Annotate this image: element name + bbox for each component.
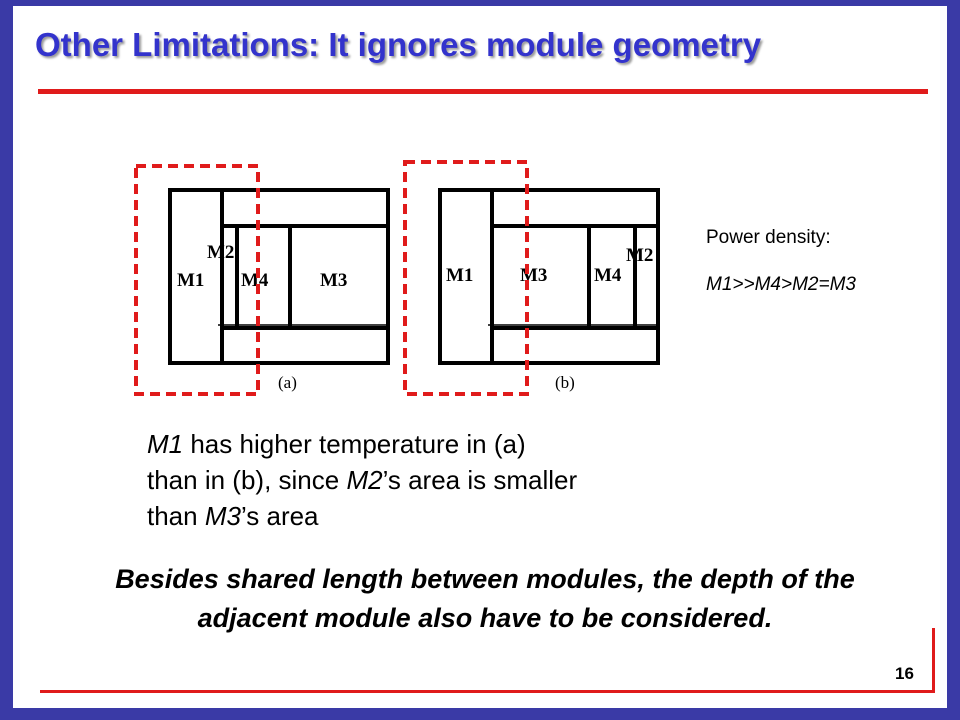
module-ref: M1 — [147, 429, 184, 459]
explanation-fragment: than in (b), since — [147, 465, 347, 495]
module-ref: M3 — [204, 501, 241, 531]
floorplan-a-selection-box — [134, 164, 260, 396]
floorplan-a-label-m4: M4 — [241, 270, 269, 291]
explanation-fragment: than — [147, 501, 205, 531]
conclusion-text: Besides shared length between modules, t… — [115, 564, 855, 633]
explanation-fragment: ’s area is smaller — [382, 465, 578, 495]
floorplan-a-caption: (a) — [278, 373, 297, 392]
floorplan-b-outline — [438, 188, 660, 365]
floorplan-b-label-m3: M3 — [520, 265, 547, 286]
floorplan-a-label-m3: M3 — [320, 270, 347, 291]
footer-corner-rule — [932, 628, 935, 693]
floorplan-b-caption: (b) — [555, 373, 575, 392]
explanation-text: M1 has higher temperature in (a) than in… — [147, 426, 787, 534]
floorplan-a-outline — [168, 188, 390, 365]
page-number: 16 — [895, 664, 914, 683]
floorplan-b-label-m2: M2 — [626, 245, 653, 266]
floorplan-b-label-m1: M1 — [446, 265, 473, 286]
floorplan-b-selection-box — [403, 160, 529, 396]
floorplan-a-label-m2: M2 — [207, 242, 234, 263]
footer-rule — [40, 690, 935, 693]
explanation-fragment: has higher temperature in (a) — [183, 429, 526, 459]
floorplan-b: M1 M3 M4 M2 (b) — [403, 160, 660, 396]
title-underline — [38, 89, 928, 94]
explanation-line-1: M1 has higher temperature in (a) — [147, 426, 787, 462]
slide-title: Other Limitations: It ignores module geo… — [35, 26, 762, 63]
explanation-fragment: ’s area — [240, 501, 319, 531]
explanation-line-3: than M3’s area — [147, 498, 787, 534]
floorplan-b-label-m4: M4 — [594, 265, 622, 286]
floorplan-figure: M1 M2 M4 M3 (a) M1 M3 M4 M2 (b) — [134, 160, 660, 396]
explanation-line-2: than in (b), since M2’s area is smaller — [147, 462, 787, 498]
module-ref: M2 — [346, 465, 383, 495]
floorplan-a-label-m1: M1 — [177, 270, 204, 291]
power-density-value: M1>>M4>M2=M3 — [706, 274, 856, 295]
power-density-label: Power density: — [706, 227, 831, 248]
floorplan-a: M1 M2 M4 M3 (a) — [134, 164, 390, 396]
